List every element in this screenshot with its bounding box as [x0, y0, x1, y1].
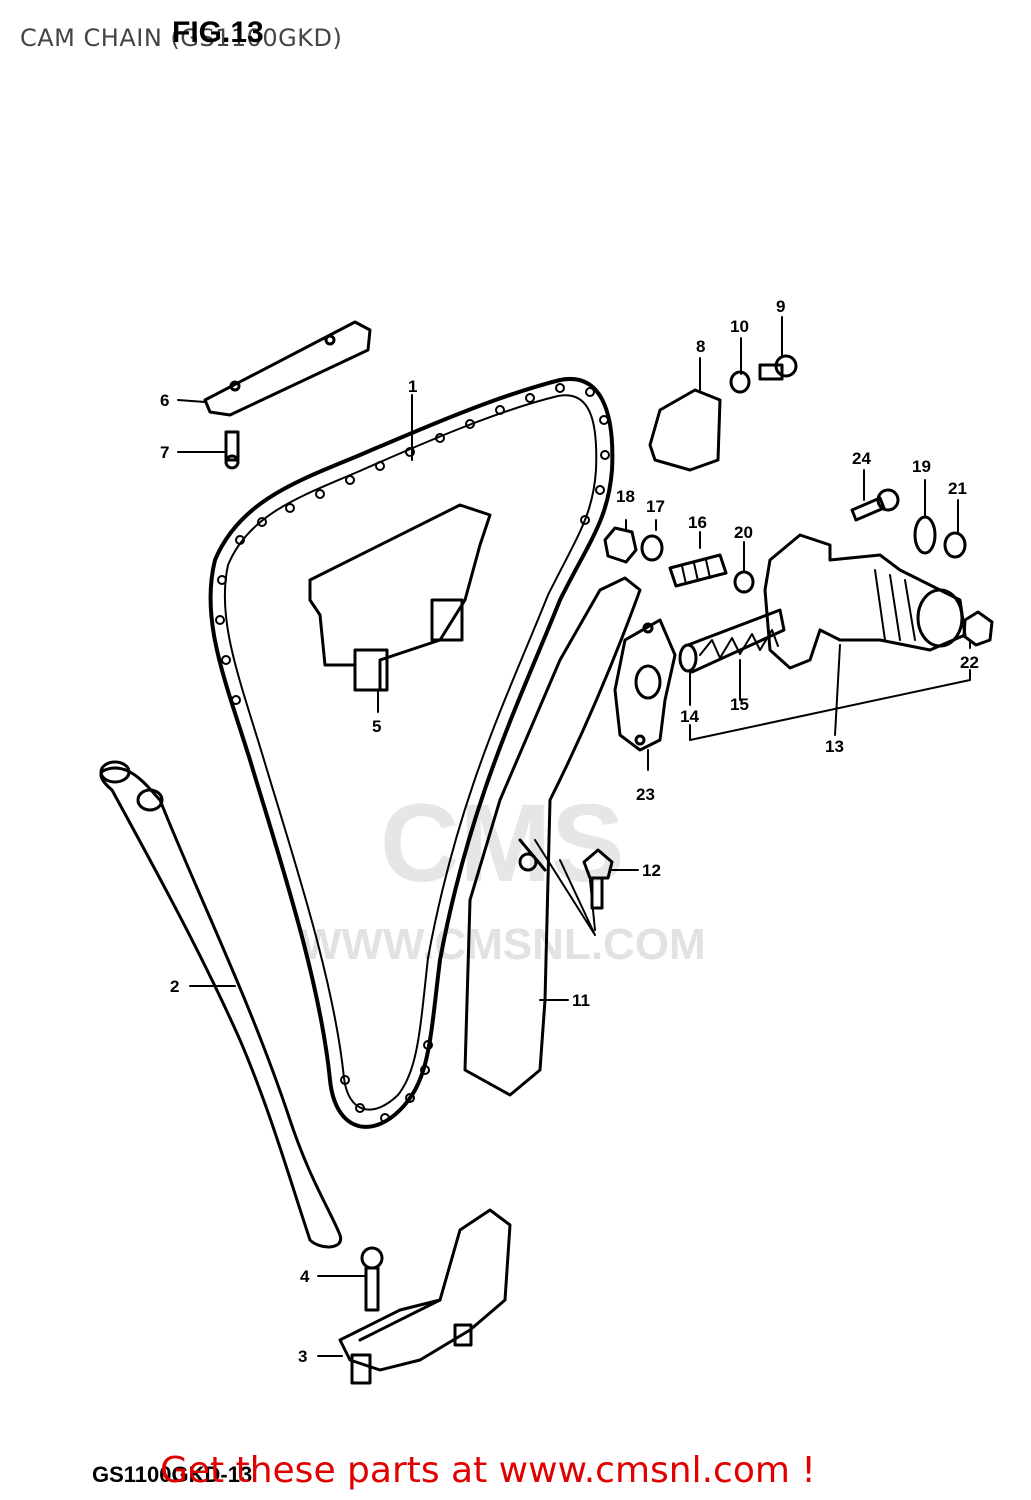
callout-1: 1 [408, 377, 417, 396]
callout-18: 18 [616, 487, 635, 506]
callout-11: 11 [572, 991, 590, 1010]
tensioner-cap [648, 388, 722, 472]
cam-chain [208, 376, 615, 1129]
callout-24: 24 [852, 449, 871, 468]
upper-chain-guide [308, 503, 492, 692]
footer-link[interactable]: Get these parts at www.cmsnl.com ! [160, 1450, 816, 1491]
callout-22: 22 [960, 653, 979, 672]
chain-guide-left [99, 760, 343, 1249]
page-title: CAM CHAIN (GS1100GKD) [20, 24, 343, 52]
guide-plate-6 [203, 320, 372, 417]
figure-label: FIG.13 [172, 16, 264, 49]
callout-3: 3 [298, 1347, 307, 1366]
tensioner-body [763, 533, 967, 670]
callout-9: 9 [776, 297, 785, 316]
bolt-24 [850, 488, 900, 522]
spring-15 [699, 629, 779, 659]
spring-16 [668, 553, 728, 588]
callout-14: 14 [680, 707, 699, 726]
cap-nut-21 [943, 531, 967, 559]
callout-20: 20 [734, 523, 753, 542]
washer-17 [640, 534, 664, 562]
callout-6: 6 [160, 391, 169, 410]
chain-guide-holder [338, 1208, 512, 1385]
o-ring-19 [913, 515, 937, 555]
callout-15: 15 [730, 695, 749, 714]
callout-10: 10 [730, 317, 749, 336]
callout-12: 12 [642, 861, 661, 880]
callout-16: 16 [688, 513, 707, 532]
watermark-url: WWW.CMSNL.COM [300, 920, 706, 969]
bolt-9 [758, 354, 798, 381]
bolt-4 [360, 1246, 384, 1312]
diagram-code: GS1100GKD-13 [92, 1462, 253, 1487]
callout-23: 23 [636, 785, 655, 804]
leader-lines [177, 316, 971, 1357]
nut-22 [962, 610, 994, 647]
washer-10 [729, 370, 751, 394]
callout-19: 19 [912, 457, 931, 476]
chain-guide-right [463, 576, 642, 1097]
gasket-23 [613, 618, 677, 752]
bolt-12 [534, 839, 614, 936]
callout-5: 5 [372, 717, 381, 736]
callout-7: 7 [160, 443, 169, 462]
callout-21: 21 [948, 479, 967, 498]
callout-13: 13 [825, 737, 844, 756]
callout-17: 17 [646, 497, 665, 516]
washer-20 [733, 570, 755, 594]
watermark-logo: CMS [380, 782, 625, 905]
nut-18 [603, 526, 638, 564]
callout-8: 8 [696, 337, 705, 356]
screw-7 [224, 430, 240, 470]
callout-4: 4 [300, 1267, 310, 1286]
callout-2: 2 [170, 977, 179, 996]
